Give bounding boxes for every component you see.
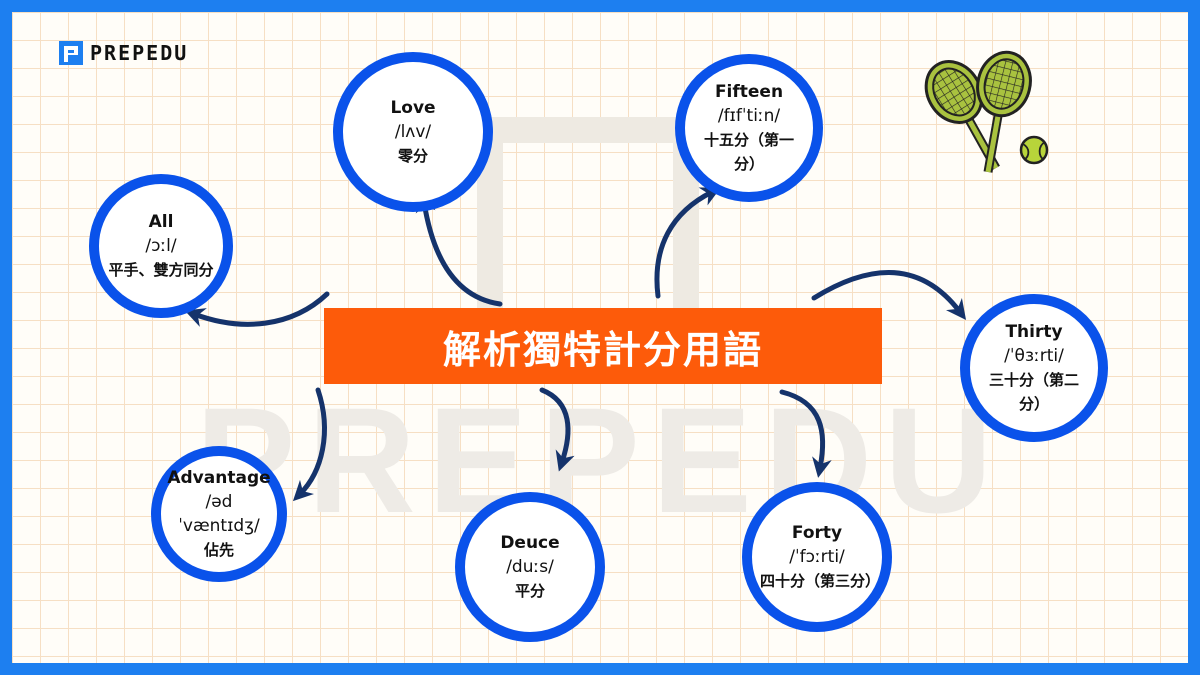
node-meaning: 佔先 (203, 541, 234, 559)
node-term: Advantage (167, 468, 271, 488)
arrow-to-deuce (539, 387, 575, 472)
node-ipa: /ɔːl/ (145, 236, 177, 256)
arrow-to-forty (779, 389, 832, 478)
node-meaning: 十五分（第一分） (703, 131, 794, 173)
brand-name: PREPEDU (90, 41, 189, 65)
node-ipa: /ˈfɔːrti/ (789, 547, 845, 567)
prepedu-logo-icon (59, 41, 83, 65)
node-meaning: 四十分（第三分） (760, 572, 881, 590)
node-deuce: Deuce /duːs/ 平分 (455, 492, 605, 642)
node-term: Fifteen (714, 82, 784, 102)
node-term: Forty (791, 523, 843, 543)
brand-logo: PREPEDU (58, 40, 188, 66)
node-fifteen: Fifteen /fɪfˈtiːn/ 十五分（第一分） (675, 54, 823, 202)
node-term: All (148, 212, 174, 232)
tennis-ball-icon (1019, 135, 1049, 165)
node-ipa: /ədˈvæntɪdʒ/ (178, 492, 260, 536)
node-ipa: /duːs/ (506, 557, 554, 577)
node-term: Love (390, 98, 436, 118)
arrow-to-thirty (811, 270, 967, 320)
arrow-to-love (415, 192, 503, 307)
node-meaning: 三十分（第二分） (988, 371, 1079, 413)
node-term: Deuce (500, 533, 560, 553)
tennis-rackets-icon (924, 50, 1049, 173)
arrow-to-fifteen (654, 187, 721, 299)
node-thirty: Thirty /ˈθɜːrti/ 三十分（第二分） (960, 294, 1108, 442)
node-meaning: 平分 (514, 582, 545, 600)
node-ipa: /lʌv/ (394, 122, 432, 142)
node-meaning: 零分 (397, 147, 428, 165)
connector-arrows (184, 187, 967, 502)
node-forty: Forty /ˈfɔːrti/ 四十分（第三分） (742, 482, 892, 632)
node-all: All /ɔːl/ 平手、雙方同分 (89, 174, 233, 318)
page-title: 解析獨特計分用語 (324, 308, 882, 384)
node-meaning: 平手、雙方同分 (108, 261, 214, 279)
node-ipa: /ˈθɜːrti/ (1004, 346, 1064, 366)
arrow-to-advantage (292, 387, 327, 502)
node-love: Love /lʌv/ 零分 (333, 52, 493, 212)
node-ipa: /fɪfˈtiːn/ (717, 106, 781, 126)
node-term: Thirty (1005, 322, 1063, 342)
arrow-to-all (184, 291, 330, 327)
node-advantage: Advantage /ədˈvæntɪdʒ/ 佔先 (151, 446, 287, 582)
